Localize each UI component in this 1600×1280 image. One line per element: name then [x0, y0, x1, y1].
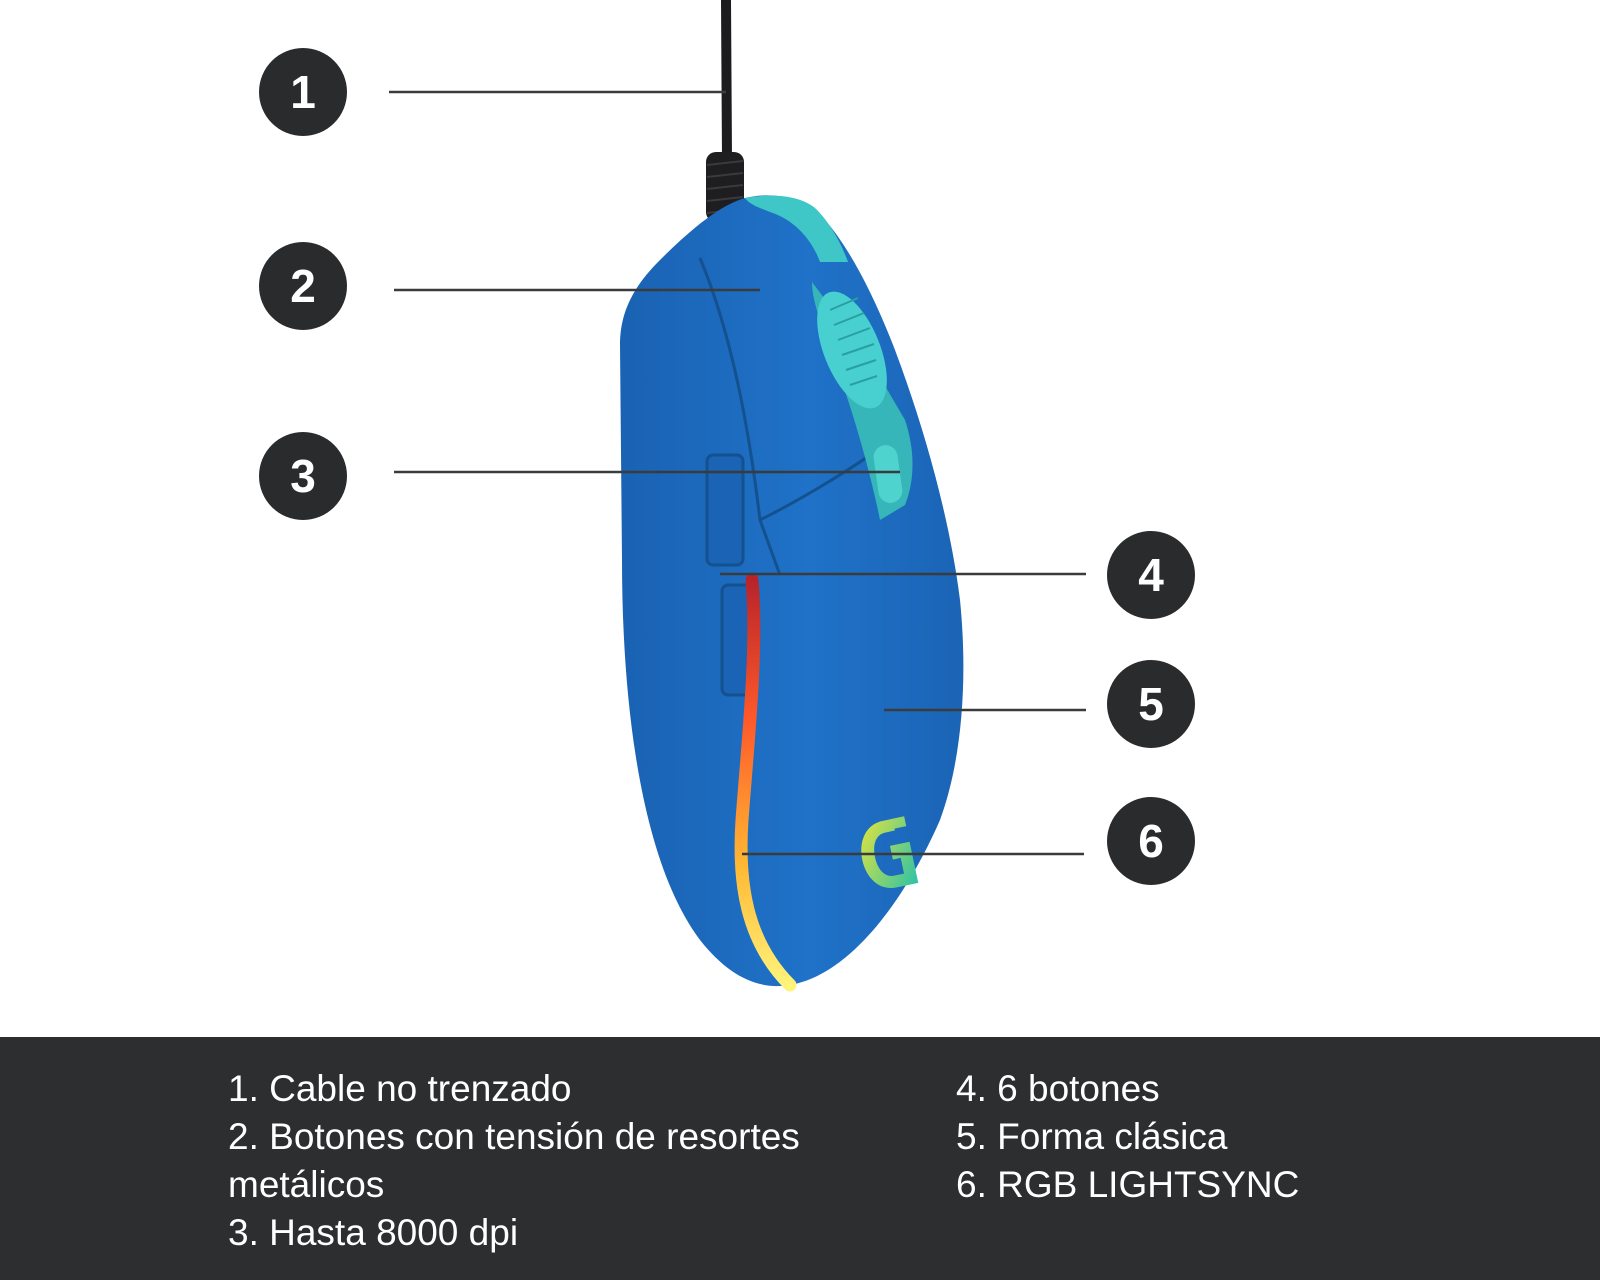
product-diagram: 1 2 3 4 5 6	[259, 0, 1195, 992]
legend-column-left: 1. Cable no trenzado 2. Botones con tens…	[228, 1065, 888, 1257]
callout-badge-4: 4	[1107, 531, 1195, 619]
legend-item-5: 5. Forma clásica	[956, 1116, 1228, 1157]
side-button-forward	[705, 453, 745, 567]
mouse-illustration	[389, 0, 1086, 992]
rgb-lightsync-strip	[734, 573, 797, 992]
legend-item-1: 1. Cable no trenzado	[228, 1068, 572, 1109]
callout-badge-6: 6	[1107, 797, 1195, 885]
legend-item-4: 4. 6 botones	[956, 1068, 1160, 1109]
legend-item-3: 3. Hasta 8000 dpi	[228, 1212, 519, 1253]
dpi-button	[873, 445, 903, 503]
g-logo	[861, 816, 919, 889]
feature-legend: 1. Cable no trenzado 2. Botones con tens…	[0, 1037, 1600, 1280]
callout-badge-1: 1	[259, 48, 347, 136]
callout-badge-5: 5	[1107, 660, 1195, 748]
scroll-wheel	[817, 291, 887, 409]
callout-badge-3: 3	[259, 432, 347, 520]
top-trim	[745, 195, 848, 262]
cable	[721, 0, 732, 161]
legend-item-2: 2. Botones con tensión de resortes metál…	[228, 1116, 800, 1205]
callout-badge-2: 2	[259, 242, 347, 330]
legend-item-6: 6. RGB LIGHTSYNC	[956, 1164, 1300, 1205]
legend-column-right: 4. 6 botones 5. Forma clásica 6. RGB LIG…	[956, 1065, 1376, 1209]
button-seam	[698, 257, 782, 576]
